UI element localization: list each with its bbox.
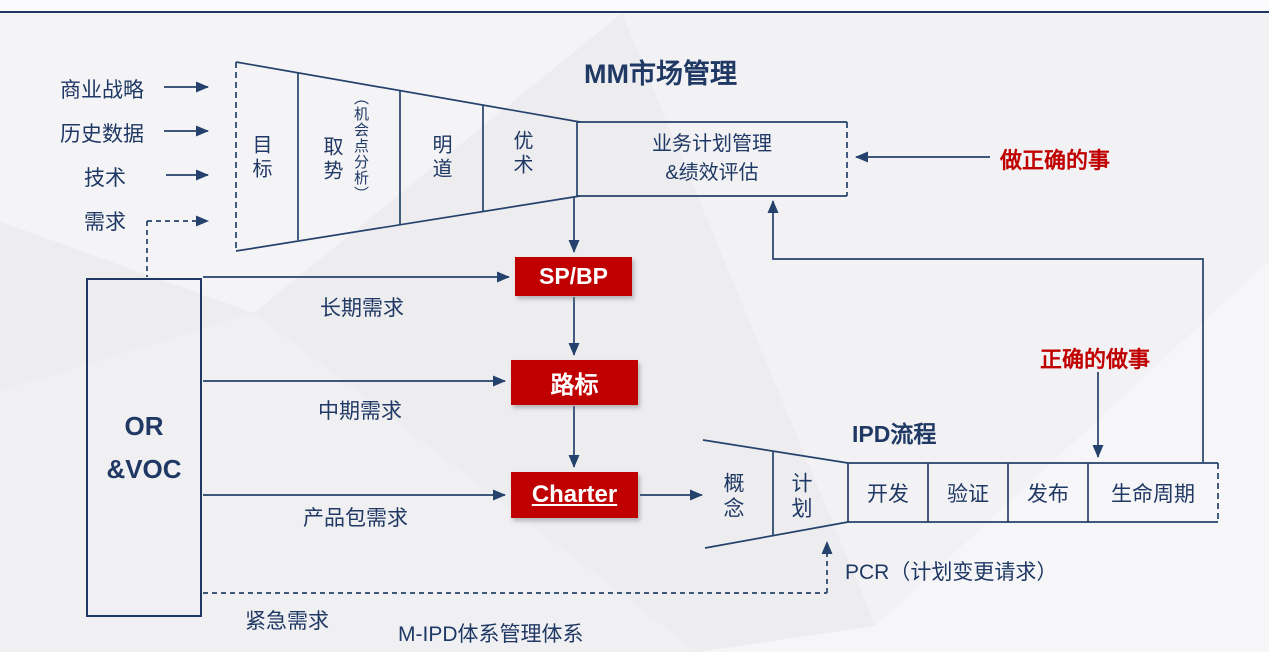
mm-title: MM市场管理 bbox=[584, 59, 737, 89]
top-band bbox=[0, 0, 1269, 11]
pcr-label: PCR（计划变更请求） bbox=[845, 561, 1058, 584]
spbp-box: SP/BP bbox=[515, 257, 632, 296]
mm-stage-path: 明道 bbox=[429, 134, 451, 182]
ipd-stage-plan: 计划 bbox=[789, 472, 812, 522]
callout-do-right-thing: 做正确的事 bbox=[1000, 148, 1111, 173]
callout-do-things-right: 正确的做事 bbox=[1040, 347, 1151, 372]
top-rule bbox=[0, 11, 1269, 13]
or-voc-line2: &VOC bbox=[106, 453, 182, 484]
business-plan-line2: &绩效评估 bbox=[665, 162, 759, 184]
feedback-loop bbox=[767, 200, 1204, 462]
mm-stage-goal: 目标 bbox=[249, 134, 271, 182]
ipd-phase-develop: 开发 bbox=[867, 482, 909, 506]
input-label-business-strategy: 商业战略 bbox=[60, 79, 144, 102]
business-plan-box: 业务计划管理 &绩效评估 bbox=[578, 123, 846, 195]
mm-stage-trend-note: （机会点分析） bbox=[352, 90, 369, 202]
mm-stage-trend: 取势 bbox=[320, 136, 342, 184]
ipd-stage-concept: 概念 bbox=[721, 472, 744, 522]
roadmap-box: 路标 bbox=[511, 360, 638, 405]
charter-box: Charter bbox=[511, 472, 638, 518]
ipd-phase-release: 发布 bbox=[1027, 482, 1069, 506]
input-label-demand: 需求 bbox=[84, 211, 126, 234]
ipd-title: IPD流程 bbox=[852, 421, 937, 447]
input-label-technology: 技术 bbox=[84, 167, 126, 190]
ipd-phase-lifecycle: 生命周期 bbox=[1111, 482, 1195, 506]
ipd-phase-verify: 验证 bbox=[947, 482, 989, 506]
mm-funnel-bottom-slant bbox=[235, 195, 581, 252]
mm-funnel-top-slant bbox=[235, 61, 581, 123]
label-long-term-demand: 长期需求 bbox=[320, 297, 404, 320]
mm-stage-tactics: 优术 bbox=[510, 130, 532, 178]
footer-caption: M-IPD体系管理体系 bbox=[398, 623, 584, 646]
label-mid-term-demand: 中期需求 bbox=[318, 400, 402, 423]
input-label-history-data: 历史数据 bbox=[60, 123, 144, 146]
ipd-funnel-bottom-slant bbox=[704, 521, 849, 549]
business-plan-line1: 业务计划管理 bbox=[652, 133, 772, 155]
label-urgent-demand: 紧急需求 bbox=[245, 610, 329, 633]
or-voc-box: OR &VOC bbox=[86, 278, 202, 617]
ipd-funnel-top-slant bbox=[702, 439, 849, 464]
label-package-demand: 产品包需求 bbox=[303, 507, 408, 530]
or-voc-line1: OR bbox=[124, 410, 164, 441]
